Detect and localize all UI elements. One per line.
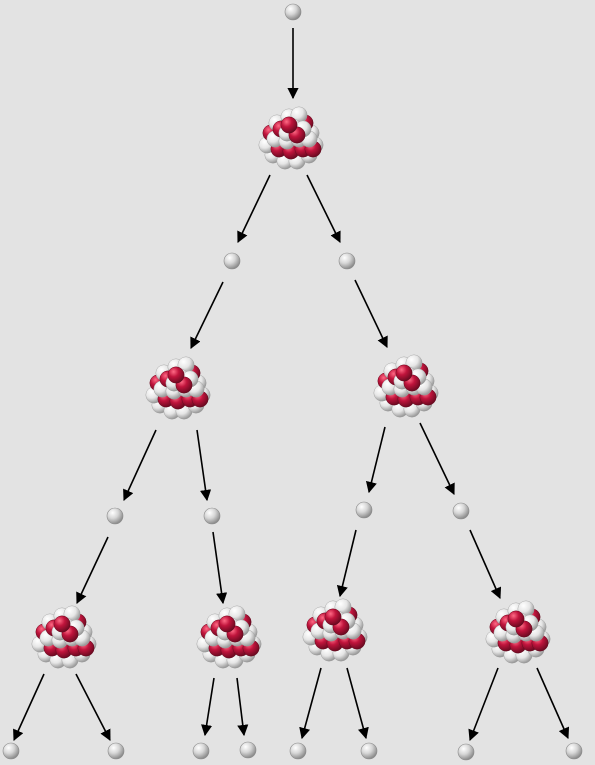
nucleus-cluster-icon	[145, 356, 211, 420]
arrow	[536, 667, 570, 740]
arrow	[299, 667, 322, 740]
arrow	[346, 667, 369, 740]
arrow	[123, 429, 157, 502]
neutron-sphere-icon	[565, 742, 583, 760]
neutron-sphere-icon	[106, 507, 124, 525]
arrow	[212, 531, 228, 605]
nucleus-cluster-icon	[196, 605, 262, 669]
arrow	[75, 673, 111, 741]
arrow	[336, 529, 357, 598]
arrow	[201, 677, 215, 737]
arrow	[76, 536, 109, 605]
nucleus-cluster-icon	[258, 106, 324, 170]
nucleus-cluster-icon	[373, 354, 439, 418]
arrow	[237, 174, 271, 244]
neutron-sphere-icon	[107, 742, 125, 760]
arrow	[236, 677, 249, 737]
neutron-sphere-icon	[355, 501, 373, 519]
arrow	[190, 281, 224, 350]
nucleus-cluster-icon	[302, 598, 368, 662]
neutron-sphere-icon	[239, 741, 257, 759]
neutron-sphere-icon	[284, 3, 302, 21]
neutron-sphere-icon	[192, 742, 210, 760]
neutron-sphere-icon	[223, 252, 241, 270]
arrow	[468, 667, 499, 742]
arrow	[365, 426, 386, 494]
neutron-sphere-icon	[360, 742, 378, 760]
neutron-sphere-icon	[2, 742, 20, 760]
nucleus-cluster-icon	[31, 605, 97, 669]
neutron-sphere-icon	[203, 507, 221, 525]
arrow	[419, 422, 455, 496]
arrow	[196, 429, 212, 502]
nucleus-cluster-icon	[485, 600, 551, 664]
arrow	[13, 673, 45, 742]
particles-layer	[2, 3, 583, 761]
neutron-sphere-icon	[457, 743, 475, 761]
arrow	[469, 529, 502, 600]
arrow	[306, 174, 341, 244]
arrow	[354, 279, 388, 349]
neutron-sphere-icon	[452, 502, 470, 520]
neutron-sphere-icon	[338, 252, 356, 270]
arrows-layer	[13, 28, 570, 742]
neutron-sphere-icon	[289, 742, 307, 760]
